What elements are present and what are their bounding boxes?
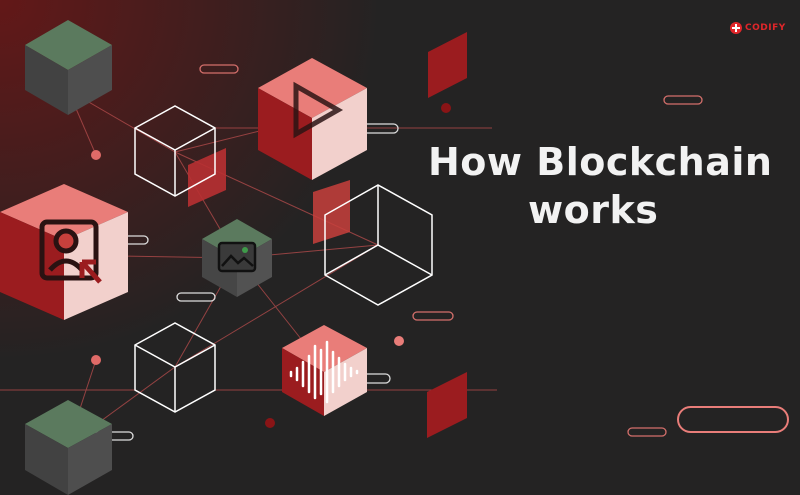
profile-cursor-icon <box>39 219 102 284</box>
audio-wave-icon <box>289 340 359 404</box>
green-cube-top-left <box>25 20 112 115</box>
play-icon <box>293 81 344 139</box>
image-icon <box>217 241 257 273</box>
brand-logo: CODIFY <box>730 21 786 35</box>
wire-cube-large <box>324 184 433 306</box>
decorative-dots <box>91 103 451 428</box>
headline-line-2: works <box>528 188 659 232</box>
wire-cube-top <box>134 105 216 197</box>
wire-cube-bottom <box>134 322 216 413</box>
red-cube-top <box>258 58 367 180</box>
brand-name: CODIFY <box>745 23 786 33</box>
green-cube-bottom-left <box>25 400 112 495</box>
red-cube-bottom <box>282 325 367 416</box>
headline: How Blockchain works <box>428 138 772 234</box>
cross-logo-icon <box>730 22 742 34</box>
headline-line-1: How Blockchain <box>428 140 773 184</box>
decorative-pills <box>94 64 789 441</box>
